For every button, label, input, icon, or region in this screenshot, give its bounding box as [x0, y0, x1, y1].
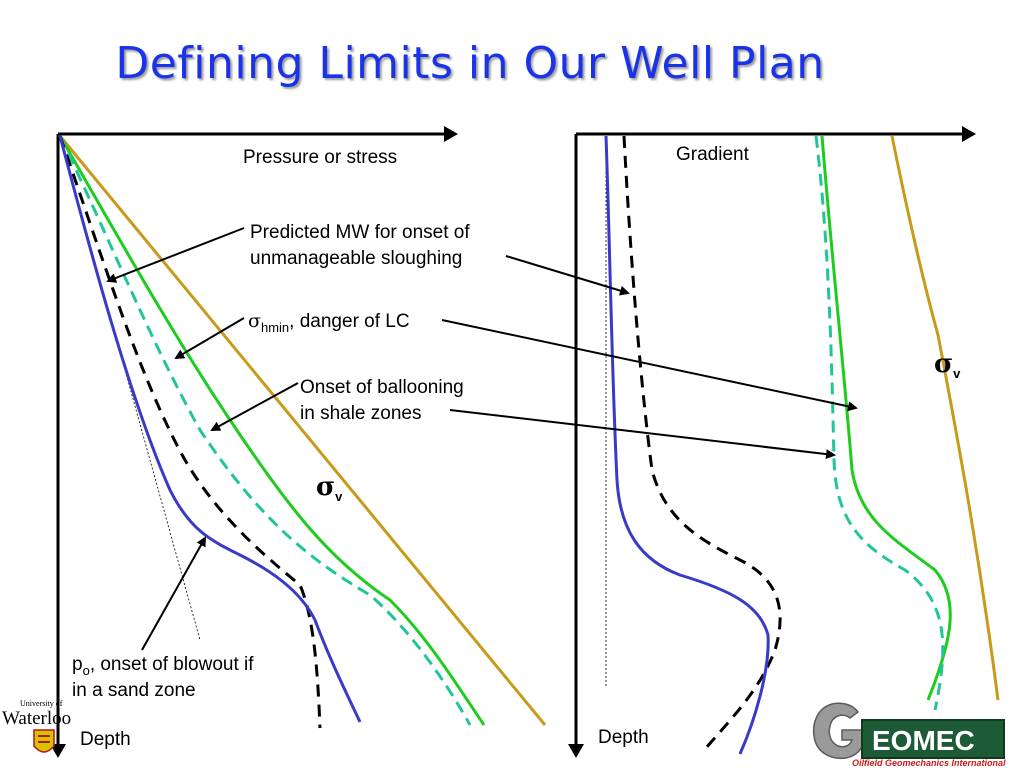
left-y-axis-arrow [50, 744, 66, 758]
right-x-axis-arrow [962, 126, 976, 142]
right-sigma-hmin-curve [820, 135, 952, 701]
sloughing-label-line2: unmanageable sloughing [250, 248, 462, 269]
left-sigma-hmin-curve [58, 135, 486, 726]
slide-title: Defining Limits in Our Well Plan [115, 38, 825, 89]
ballooning-label-line1: Onset of ballooning [300, 377, 464, 398]
left-sigma-v-label: σv [316, 472, 343, 504]
left-x-axis-arrow [444, 126, 458, 142]
ballooning-label-line2: in shale zones [300, 403, 421, 424]
waterloo-small-text: University of [20, 699, 63, 708]
geomec-logo: EOMEC Oilfield Geomechanics Internationa… [812, 702, 1006, 768]
waterloo-crest-lion-icon [38, 735, 50, 743]
hmin-arrow-right [441, 319, 858, 412]
blowout-arrow [141, 536, 206, 651]
blowout-label-line2: in a sand zone [72, 680, 196, 701]
left-sigma-v-curve [58, 135, 547, 726]
callout-sloughing: Predicted MW for onset of unmanageable s… [106, 222, 630, 296]
geomec-name-box [861, 719, 1005, 759]
geomec-g-icon [812, 702, 865, 760]
left-x-axis-label: Pressure or stress [243, 147, 397, 168]
left-axes [50, 126, 458, 758]
hmin-arrow-left [174, 317, 245, 360]
sloughing-arrow-right [505, 255, 630, 296]
right-x-axis-label: Gradient [676, 144, 750, 165]
blowout-subscript: o [83, 663, 90, 678]
callout-ballooning: Onset of ballooning in shale zones [210, 377, 836, 460]
geomec-tagline: Oilfield Geomechanics International [852, 758, 1006, 768]
sloughing-label-line1: Predicted MW for onset of [250, 222, 470, 243]
hmin-label: σhmin, danger of LC [248, 310, 410, 335]
ballooning-arrow-right [449, 409, 836, 460]
left-hydrostatic-line [59, 135, 201, 641]
right-curves [604, 135, 1000, 755]
right-sigma-v-curve [890, 135, 1000, 701]
right-ballooning-curve [814, 135, 945, 711]
right-y-axis-arrow [568, 744, 584, 758]
ballooning-arrow-left [210, 382, 299, 431]
hmin-text: , danger of LC [289, 311, 409, 332]
right-sigma-v-label: σv [934, 349, 961, 381]
hmin-subscript: hmin [261, 320, 289, 335]
blowout-p: p [72, 654, 83, 675]
waterloo-name-text: Waterloo [2, 708, 71, 729]
left-y-axis-label: Depth [80, 729, 131, 750]
blowout-text: , onset of blowout if [90, 654, 254, 675]
left-ballooning-curve [58, 135, 472, 726]
callout-blowout: po, onset of blowout if in a sand zone [72, 536, 254, 701]
sloughing-arrow-left [106, 227, 245, 283]
hmin-symbol: σ [248, 310, 261, 332]
geomec-name-text: EOMEC [872, 725, 975, 756]
right-y-axis-label: Depth [598, 727, 649, 748]
right-pore-pressure-curve [604, 135, 770, 755]
waterloo-logo: University of Waterloo [2, 699, 71, 753]
right-sloughing-curve [622, 135, 782, 749]
callout-sigma-hmin: σhmin, danger of LC [174, 310, 858, 412]
right-axes [568, 126, 976, 758]
left-pore-pressure-curve [58, 135, 362, 723]
blowout-label-line1: po, onset of blowout if [72, 654, 254, 678]
